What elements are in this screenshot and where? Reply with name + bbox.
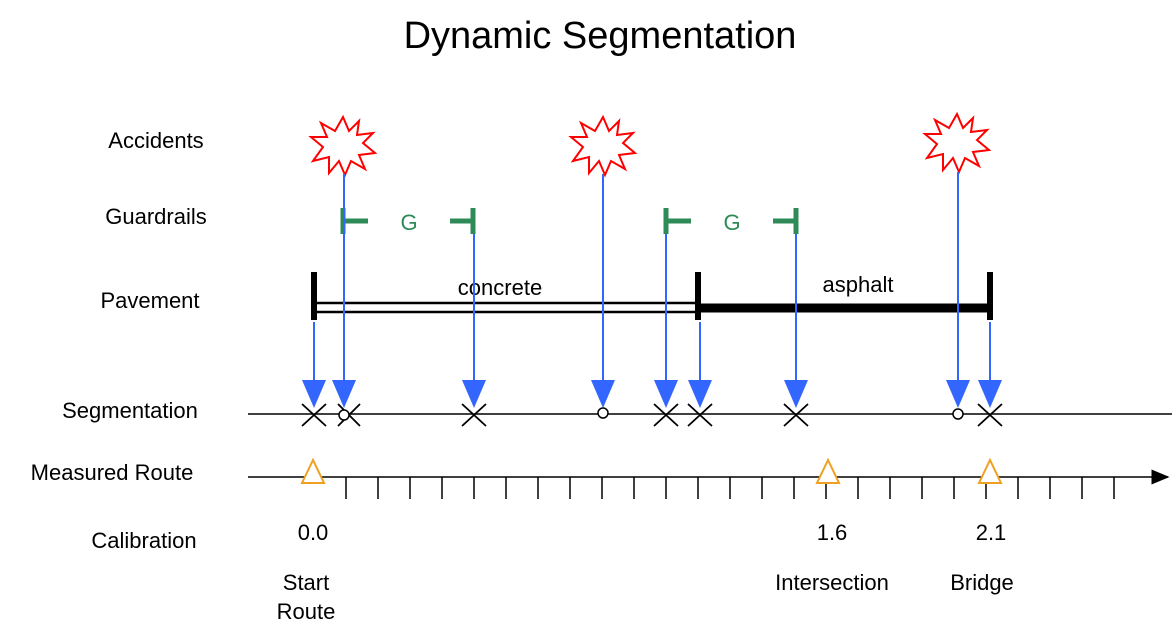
row-label-measured-route: Measured Route — [31, 460, 194, 485]
segmentation-points — [338, 407, 964, 421]
calibration-label-start-line2: Route — [277, 599, 336, 624]
calibration-value-intersection: 1.6 — [817, 520, 848, 545]
calibration-value-start: 0.0 — [298, 520, 329, 545]
pavement-concrete — [314, 301, 698, 314]
accident-burst-1 — [308, 114, 378, 178]
pavement-label-asphalt: asphalt — [823, 272, 894, 297]
calibration-value-bridge: 2.1 — [976, 520, 1007, 545]
row-label-guardrails: Guardrails — [105, 204, 206, 229]
diagram-title: Dynamic Segmentation — [404, 15, 797, 57]
pavement-label-concrete: concrete — [458, 275, 542, 300]
calibration-label-start-line1: Start — [283, 570, 329, 595]
measured-route-ticks — [345, 477, 1115, 499]
accident-burst-2 — [568, 114, 638, 178]
row-label-calibration: Calibration — [91, 528, 196, 553]
row-label-pavement: Pavement — [100, 288, 199, 313]
calibration-label-intersection: Intersection — [775, 570, 889, 595]
pavement-boundaries — [311, 272, 993, 320]
calibration-markers — [300, 457, 1003, 484]
segmentation-arrows — [302, 172, 1002, 408]
row-label-segmentation: Segmentation — [62, 398, 198, 423]
calibration-label-bridge: Bridge — [950, 570, 1014, 595]
segmentation-crosses — [301, 403, 1003, 427]
guardrail-2 — [663, 208, 799, 234]
guardrail-label-1: G — [400, 210, 417, 235]
accident-burst-3 — [922, 111, 992, 175]
row-label-accidents: Accidents — [108, 128, 203, 153]
guardrail-label-2: G — [723, 210, 740, 235]
